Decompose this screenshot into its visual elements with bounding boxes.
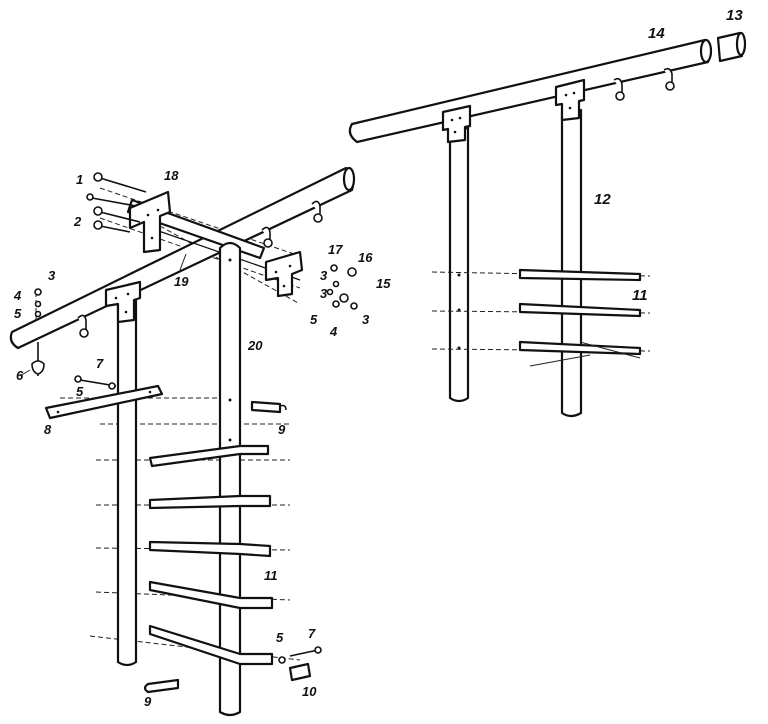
leader-lines	[19, 253, 187, 377]
bolt-9-lower	[143, 678, 180, 694]
label-1: 1	[76, 172, 83, 187]
left-hardware-stack	[31, 288, 45, 376]
label-11-right: 11	[632, 287, 648, 304]
label-4-left: 4	[13, 288, 22, 303]
label-9-lower: 9	[144, 694, 152, 709]
ladder-rungs	[148, 444, 274, 666]
label-7-lower: 7	[308, 626, 316, 641]
left-top-beam	[9, 166, 356, 350]
bracket-18	[128, 190, 172, 254]
label-17: 17	[328, 242, 343, 257]
label-5-left: 5	[14, 306, 22, 321]
right-legs	[448, 108, 583, 418]
label-10: 10	[302, 684, 317, 699]
label-3-left: 3	[48, 268, 56, 283]
label-19: 19	[174, 274, 189, 289]
swing-hooks	[613, 67, 675, 101]
right-rungs	[431, 268, 651, 367]
label-5-mid: 5	[76, 384, 84, 399]
right-hardware-stack	[326, 264, 358, 310]
left-assembly	[9, 166, 358, 717]
label-18: 18	[164, 168, 179, 183]
label-13: 13	[726, 7, 743, 24]
label-8: 8	[44, 422, 52, 437]
bolt-9-upper	[250, 400, 287, 414]
bracket-right	[264, 250, 304, 298]
label-11-left: 11	[264, 568, 278, 583]
right-brackets	[441, 78, 586, 144]
top-beam	[348, 38, 713, 144]
lower-hardware	[278, 646, 322, 682]
label-3-right-c: 3	[362, 312, 370, 327]
label-2: 2	[73, 214, 82, 229]
label-12: 12	[594, 191, 611, 208]
label-3-right-a: 3	[320, 268, 328, 283]
label-14: 14	[648, 25, 665, 42]
crossbar-8	[44, 375, 164, 420]
label-3-right-b: 3	[320, 286, 328, 301]
label-4-right: 4	[329, 324, 338, 339]
bolts-1-2	[86, 172, 147, 233]
label-20: 20	[247, 338, 263, 353]
label-15: 15	[376, 276, 391, 291]
label-9-upper: 9	[278, 422, 286, 437]
label-7-upper: 7	[96, 356, 104, 371]
label-5-lower: 5	[276, 630, 284, 645]
label-5-right: 5	[310, 312, 318, 327]
label-6: 6	[16, 368, 24, 383]
left-hooks	[77, 200, 323, 338]
label-16: 16	[358, 250, 373, 265]
right-assembly	[348, 31, 747, 418]
part-labels: 13 14 12 11 18 1 2 19 3 4 5 6 17 16 15 3…	[13, 7, 743, 709]
end-cap	[716, 31, 747, 63]
bracket-rear-leg	[104, 280, 142, 324]
